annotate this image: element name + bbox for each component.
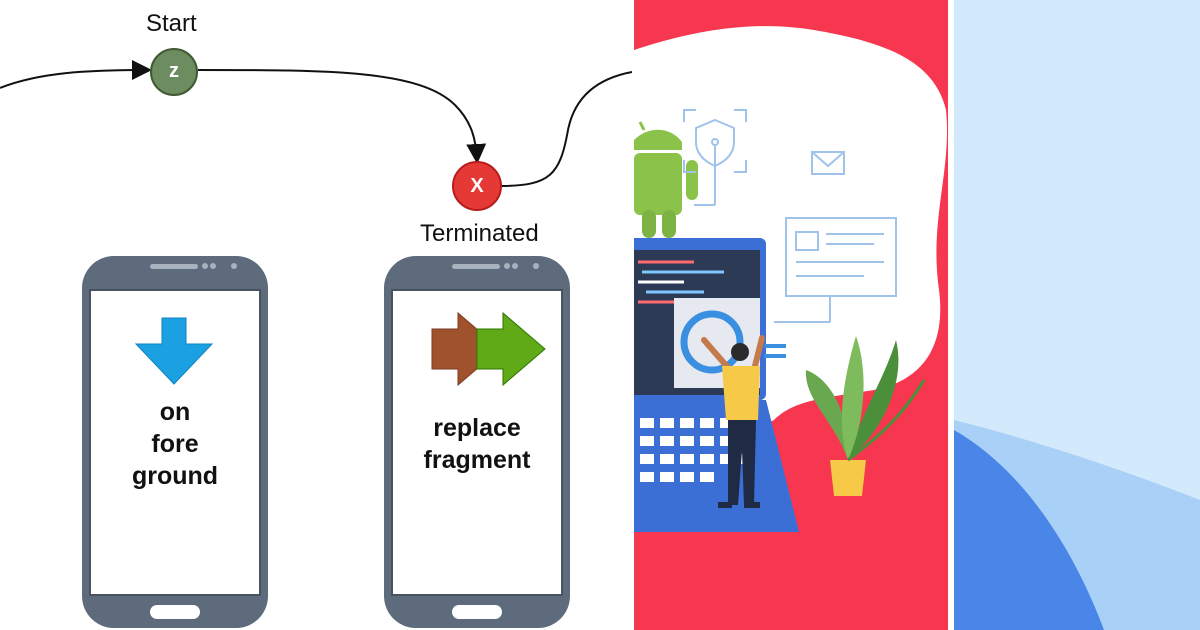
shield-icon bbox=[683, 109, 747, 206]
diagram-panel: Start z Terminated X on fore ground repl… bbox=[0, 10, 632, 628]
plant-icon bbox=[805, 336, 926, 496]
illustration-canvas bbox=[634, 26, 948, 532]
mail-icon bbox=[811, 151, 845, 175]
illustration-panel bbox=[634, 0, 948, 630]
phone-left-text: on fore ground bbox=[92, 396, 258, 492]
blue-abstract-canvas bbox=[954, 420, 1200, 630]
start-symbol: z bbox=[169, 60, 179, 82]
start-node bbox=[150, 48, 198, 96]
panel-divider bbox=[948, 0, 954, 630]
android-icon bbox=[634, 121, 698, 238]
person-icon bbox=[701, 335, 765, 508]
terminated-node bbox=[452, 161, 502, 211]
double-right-arrow-icon bbox=[431, 311, 546, 387]
phone-right-text: replace fragment bbox=[394, 412, 560, 476]
phone-right-line-2: fragment bbox=[423, 446, 531, 474]
edge-start-to-terminated bbox=[197, 69, 487, 164]
down-arrow-icon bbox=[134, 317, 214, 385]
terminated-symbol: X bbox=[470, 175, 484, 197]
terminated-label: Terminated bbox=[420, 220, 539, 247]
phone-right-line-1: replace bbox=[433, 414, 521, 442]
diagram-canvas bbox=[0, 48, 632, 628]
blue-abstract-panel bbox=[954, 0, 1200, 630]
document-icon bbox=[774, 217, 897, 323]
phone-left-line-2: fore bbox=[151, 430, 199, 458]
edge-terminated-out bbox=[499, 71, 632, 187]
blue-shape-dark bbox=[954, 430, 1104, 630]
phone-left-line-1: on bbox=[159, 398, 191, 426]
start-label: Start bbox=[146, 10, 197, 37]
phone-left-line-3: ground bbox=[131, 462, 219, 490]
edge-into-start bbox=[0, 60, 152, 89]
